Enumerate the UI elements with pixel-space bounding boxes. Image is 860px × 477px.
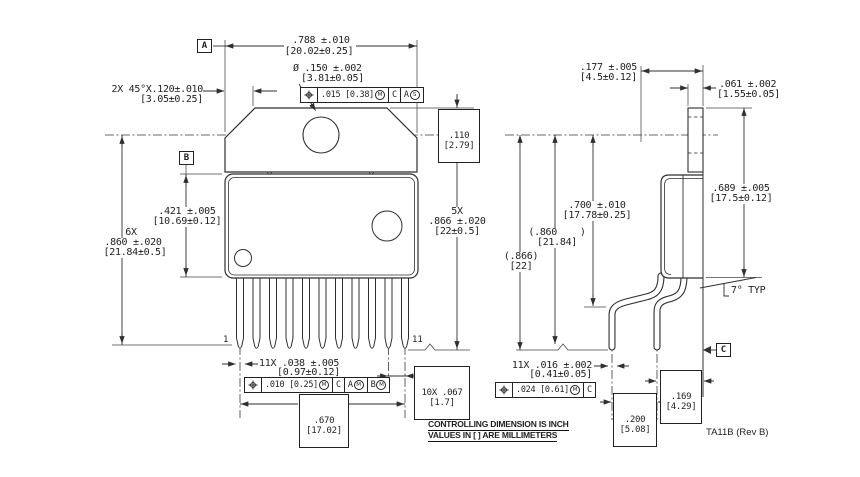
front-view-pins bbox=[236, 277, 409, 349]
side-view-arrowheads bbox=[517, 68, 747, 405]
dim-lead-width-inch: 11X .038 ±.005 bbox=[259, 358, 340, 369]
position-symbol-icon bbox=[245, 378, 262, 392]
dim-chamfer-mm: [3.05±0.25] bbox=[140, 94, 203, 105]
dim-body-height-mm: [10.69±0.12] bbox=[150, 216, 224, 227]
dim-body-height-inch: .421 ±.005 bbox=[156, 206, 218, 217]
front-view-outline bbox=[224, 107, 419, 279]
dim-hole-diameter-mm: [3.81±0.05] bbox=[301, 73, 364, 84]
controlling-dimension-note: CONTROLLING DIMENSION IS INCH bbox=[428, 419, 569, 431]
position-symbol-icon bbox=[301, 88, 318, 102]
mmc-modifier-icon: M bbox=[570, 385, 580, 395]
dim-ref-860-inch: (.860 ) bbox=[526, 227, 588, 238]
dim-tab-thickness-inch: .061 ±.002 bbox=[719, 79, 777, 90]
dim-ref-866-inch: (.866) bbox=[501, 251, 541, 262]
datum-b-flag: B bbox=[179, 151, 194, 165]
rfs-modifier-icon: S bbox=[409, 90, 420, 100]
dim-lead-thickness-mm: [0.41±0.05] bbox=[529, 369, 592, 380]
fcf-tolerance: .015 [0.38]M bbox=[318, 88, 389, 102]
side-view-leads bbox=[608, 272, 688, 351]
dim-tab-height-mm: [17.5±0.12] bbox=[707, 193, 775, 204]
side-view-outline bbox=[660, 107, 704, 397]
side-lead-position-fcf: .024 [0.61]M C bbox=[495, 382, 596, 398]
drawing-id: TA11B (Rev B) bbox=[706, 427, 769, 438]
mmc-modifier-icon: M bbox=[376, 380, 387, 390]
dim-lead-thickness-inch: 11X .016 ±.002 bbox=[511, 360, 592, 371]
dim-hole-diameter-inch: Ø .150 ±.002 bbox=[293, 63, 362, 74]
dim-lead-length-5x-qty: 5X bbox=[449, 206, 465, 217]
pin-11-label: 11 bbox=[412, 335, 423, 345]
dim-lead-length-5x-inch: .866 ±.020 bbox=[426, 216, 488, 227]
fcf-datum-ref-1: C bbox=[333, 378, 345, 392]
dim-lead-length-6x-inch: .860 ±.020 bbox=[102, 237, 164, 248]
datum-c-arrow-icon bbox=[703, 346, 711, 354]
fcf-tolerance: .024 [0.61]M bbox=[513, 383, 584, 397]
dim-tab-thickness-mm: [1.55±0.05] bbox=[717, 89, 780, 100]
dim-overall-width-inch: .788 ±.010 bbox=[290, 35, 352, 46]
dim-lead-length-5x-mm: [22±0.5] bbox=[432, 226, 482, 237]
dim-lead-to-back-box: .169[4.29] bbox=[660, 370, 702, 424]
dim-lead-span-box: .670[17.02] bbox=[299, 394, 349, 448]
dim-ref-860-mm: [21.84] bbox=[534, 237, 580, 248]
fcf-datum-ref-1: C bbox=[389, 88, 401, 102]
datum-a-flag: A bbox=[197, 39, 212, 53]
position-symbol-icon bbox=[496, 383, 513, 397]
dim-tab-height-inch: .689 ±.005 bbox=[710, 183, 772, 194]
mmc-modifier-icon: M bbox=[353, 380, 364, 390]
mmc-modifier-icon: M bbox=[319, 380, 329, 390]
dim-lead-pitch-box: 10X .067[1.7] bbox=[414, 366, 470, 420]
dim-center-to-bend-inch: .700 ±.010 bbox=[566, 200, 628, 211]
dim-ref-866-mm: [22] bbox=[507, 261, 535, 272]
datum-c-flag: C bbox=[716, 343, 731, 357]
dim-center-to-bend-mm: [17.78±0.25] bbox=[560, 210, 634, 221]
mmc-modifier-icon: M bbox=[375, 90, 385, 100]
dim-lead-length-6x-qty: 6X bbox=[125, 227, 137, 238]
dim-row-spacing-box: .200[5.08] bbox=[613, 393, 657, 447]
front-view-extension-lines bbox=[112, 40, 474, 351]
side-view-centerlines bbox=[505, 134, 718, 420]
millimeter-values-note: VALUES IN [ ] ARE MILLIMETERS bbox=[428, 430, 558, 442]
dim-overall-depth-inch: .177 ±.005 bbox=[579, 62, 638, 73]
dim-lead-length-6x-mm: [21.84±0.5] bbox=[101, 247, 169, 258]
side-view-extension-lines bbox=[516, 65, 762, 351]
pin-1-label: 1 bbox=[223, 335, 229, 345]
dim-chamfer-inch: 2X 45°X.120±.010 bbox=[111, 84, 203, 95]
dim-overall-width-mm: [20.02±0.25] bbox=[282, 46, 356, 57]
dim-lead-width-mm: [0.97±0.12] bbox=[277, 367, 340, 378]
dim-overall-depth-mm: [4.5±0.12] bbox=[579, 72, 638, 83]
fcf-tolerance: .010 [0.25]M bbox=[262, 378, 333, 392]
lead-angle-label: 7° TYP bbox=[731, 285, 766, 296]
dim-tab-height-box: .110[2.79] bbox=[438, 109, 480, 163]
fcf-datum-ref-1: C bbox=[587, 385, 592, 395]
